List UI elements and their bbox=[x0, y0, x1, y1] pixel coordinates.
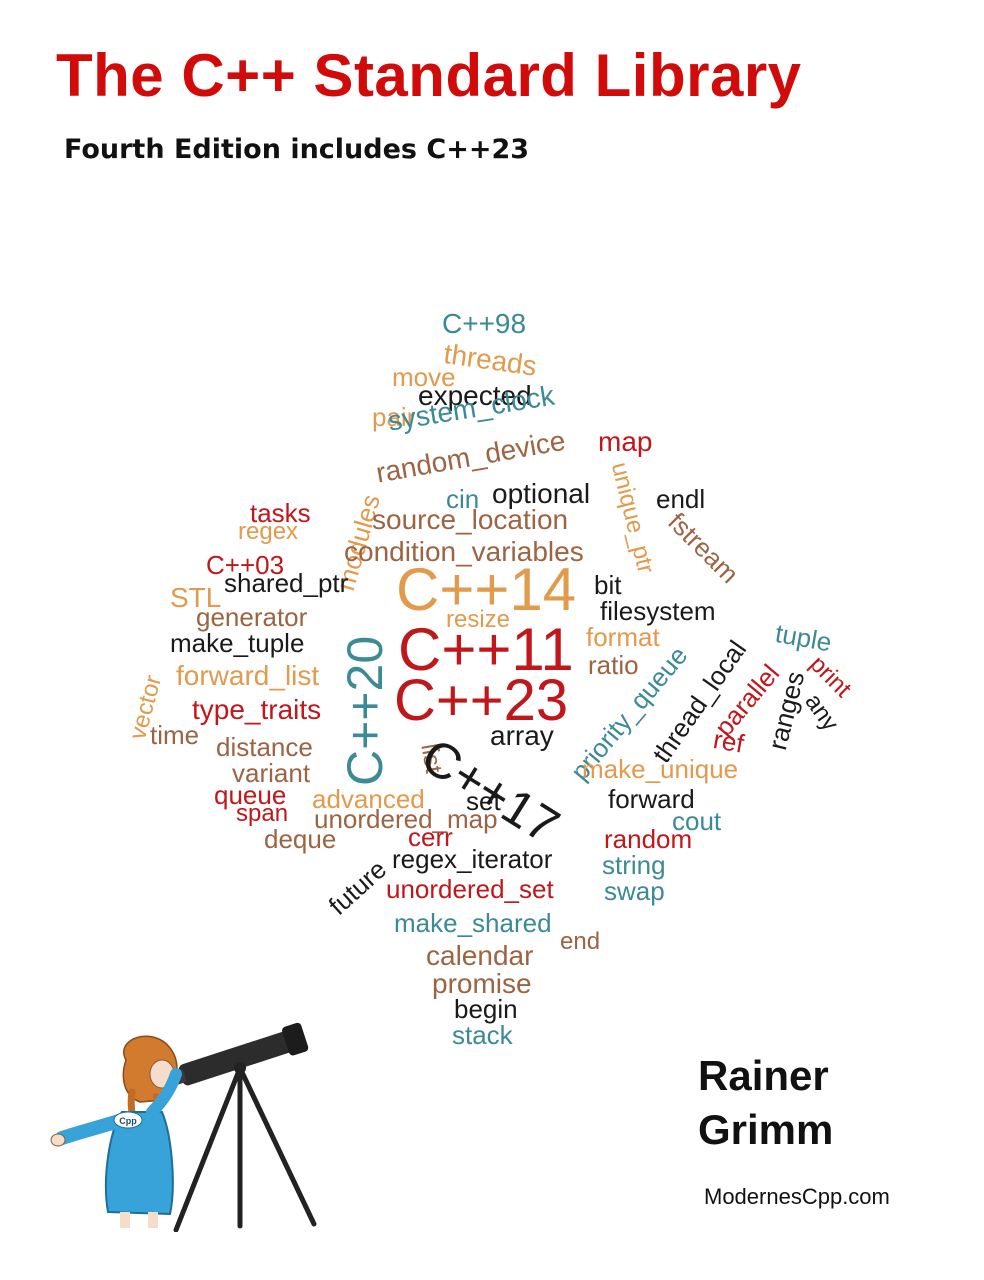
word-expected: expected bbox=[418, 380, 532, 411]
word-filesystem: filesystem bbox=[600, 596, 716, 626]
word-shared-ptr: shared_ptr bbox=[224, 568, 349, 598]
word-promise: promise bbox=[432, 968, 532, 999]
word-generator: generator bbox=[196, 602, 308, 632]
word-source-location: source_location bbox=[372, 504, 569, 535]
tripod-leg-right bbox=[237, 1065, 317, 1227]
word-c-11: C++11 bbox=[398, 616, 574, 683]
author-first-name: Rainer bbox=[698, 1052, 829, 1099]
word-deque: deque bbox=[264, 824, 337, 854]
word-random: random bbox=[604, 824, 693, 854]
word-c-14: C++14 bbox=[396, 556, 577, 623]
word-c-03: C++03 bbox=[206, 550, 285, 580]
word-make-unique: make_unique bbox=[582, 754, 739, 784]
word-c-20: C++20 bbox=[337, 635, 393, 786]
word-swap: swap bbox=[604, 876, 665, 906]
word-set: set bbox=[466, 786, 501, 816]
word-endl: endl bbox=[656, 484, 706, 514]
word-stl: STL bbox=[170, 582, 222, 613]
word-advanced: advanced bbox=[312, 784, 425, 814]
word-bit: bit bbox=[594, 570, 622, 600]
word-forward-list: forward_list bbox=[176, 660, 320, 691]
word-c-23: C++23 bbox=[394, 668, 569, 733]
word-fstream: fstream bbox=[662, 506, 745, 590]
word-stack: stack bbox=[452, 1020, 513, 1050]
telescope-icon bbox=[168, 1022, 309, 1086]
word-pair: pair bbox=[372, 402, 416, 432]
book-subtitle: Fourth Edition includes C++23 bbox=[64, 134, 530, 165]
word-end: end bbox=[560, 928, 601, 955]
word-variant: variant bbox=[232, 758, 311, 788]
word-array: array bbox=[490, 720, 554, 751]
word-unordered-map: unordered_map bbox=[314, 804, 498, 834]
word-make-tuple: make_tuple bbox=[170, 628, 305, 658]
word-ref: ref bbox=[711, 724, 747, 759]
word-format: format bbox=[586, 622, 660, 652]
child-with-telescope-illustration: Cpp bbox=[50, 1022, 317, 1232]
word-cout: cout bbox=[672, 806, 722, 836]
word-span: span bbox=[236, 800, 289, 827]
word-cin: cin bbox=[446, 484, 480, 514]
author-last-name: Grimm bbox=[698, 1106, 834, 1153]
word-condition-variables: condition_variables bbox=[344, 536, 584, 567]
word-cerr: cerr bbox=[408, 822, 453, 852]
word-move: move bbox=[392, 362, 456, 392]
word-regex: regex bbox=[238, 518, 299, 545]
word-optional: optional bbox=[492, 478, 591, 509]
cpp-badge-text: Cpp bbox=[119, 1116, 137, 1126]
book-title: The C++ Standard Library bbox=[56, 42, 802, 109]
word-tasks: tasks bbox=[250, 498, 311, 528]
word-time: time bbox=[150, 720, 200, 750]
word-type-traits: type_traits bbox=[192, 694, 322, 725]
word-queue: queue bbox=[214, 780, 287, 810]
word-make-shared: make_shared bbox=[394, 908, 552, 938]
word-future: future bbox=[322, 854, 393, 921]
word-unique-ptr: unique_ptr bbox=[605, 459, 660, 577]
word-resize: resize bbox=[446, 606, 511, 633]
word-regex-iterator: regex_iterator bbox=[392, 844, 553, 874]
word-string: string bbox=[602, 850, 666, 880]
word-ratio: ratio bbox=[588, 650, 639, 680]
word-calendar: calendar bbox=[426, 940, 534, 971]
word-map: map bbox=[598, 426, 653, 457]
word-begin: begin bbox=[454, 994, 518, 1024]
word-tuple: tuple bbox=[773, 618, 834, 658]
word-forward: forward bbox=[608, 784, 695, 814]
word-distance: distance bbox=[216, 732, 313, 762]
website-link[interactable]: ModernesCpp.com bbox=[704, 1184, 890, 1209]
word-threads: threads bbox=[441, 338, 539, 382]
word-unordered-set: unordered_set bbox=[386, 874, 554, 904]
tripod-leg-left bbox=[173, 1065, 243, 1232]
word-c-98: C++98 bbox=[442, 308, 527, 339]
